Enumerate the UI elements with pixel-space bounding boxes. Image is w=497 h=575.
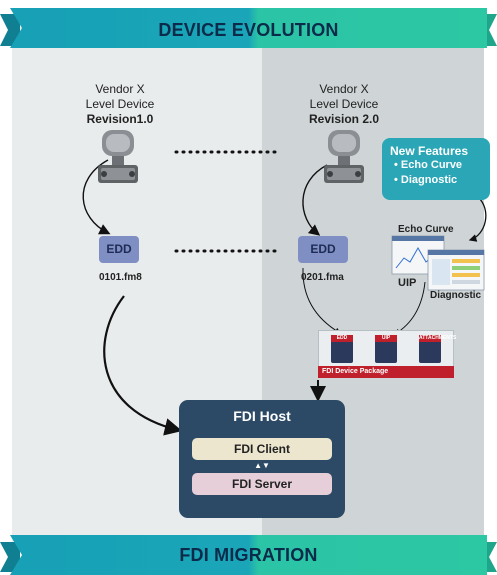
left-device-label: Vendor X Level Device Revision1.0 [70,82,170,127]
features-to-uip-arrow [468,196,487,242]
edd-file-left: 0101.fm8 [99,272,142,283]
left-device-to-edd-arrow [82,159,111,235]
right-edd-to-package-line [302,267,341,334]
left-level-device-image [98,130,138,183]
left-device-revision: Revision1.0 [86,112,154,126]
edd-box-right: EDD [298,236,348,263]
new-feature-item: • Diagnostic [394,174,458,186]
echo-curve-label: Echo Curve [398,224,454,235]
diagnostic-label: Diagnostic [430,290,482,301]
edd-box-left: EDD [99,236,139,263]
edd-file-right: 0201.fma [301,272,344,283]
package-bar: FDI Device Package [318,366,454,378]
new-feature-item: • Echo Curve [394,159,463,171]
package-uip-icon: UIP [375,335,397,363]
fdi-client-pill: FDI Client [192,438,332,460]
fdi-host-title: FDI Host [233,408,291,424]
package-label: FDI Device Package [322,368,389,375]
right-device-type: Level Device [309,97,379,111]
new-features-box: New Features • Echo Curve • Diagnostic [382,138,490,200]
top-banner [0,8,497,48]
client-server-arrows: ▲▼ [254,461,270,470]
fdi-host-box: FDI Host FDI Client ▲▼ FDI Server [179,400,345,518]
package-edd-icon: EDD [331,335,353,363]
fdi-server-pill: FDI Server [192,473,332,495]
bottom-banner [0,535,497,575]
header-title: DEVICE EVOLUTION [158,20,339,40]
left-device-vendor: Vendor X [95,82,145,96]
package-attachments-icon: ATTACHMENTS [419,335,456,363]
right-device-revision: Revision 2.0 [308,112,380,126]
footer-title: FDI MIGRATION [179,545,318,565]
right-level-device-image [324,130,364,183]
right-device-to-edd-arrow [302,164,328,236]
uip-label: UIP [398,277,417,289]
new-features-title: New Features [390,144,469,158]
uip-screenshots-image [391,235,485,291]
right-device-label: Vendor X Level Device Revision 2.0 [294,82,394,127]
left-device-type: Level Device [85,97,155,111]
uip-to-package-line [394,281,426,335]
left-edd-to-host-arrow [103,295,183,436]
right-device-vendor: Vendor X [319,82,369,96]
